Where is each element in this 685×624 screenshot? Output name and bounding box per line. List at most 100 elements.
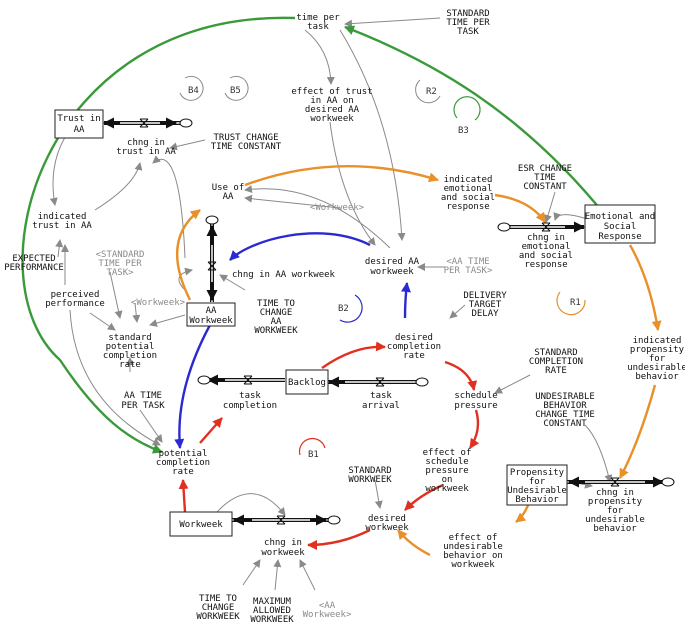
- var-workweek-shadow-1[interactable]: <Workweek>: [131, 298, 186, 308]
- var-aa-time-per-task[interactable]: AA TIME PER TASK: [121, 391, 165, 411]
- var-label: workweek: [425, 484, 469, 494]
- var-time-to-change-aa-workweek[interactable]: TIME TO CHANGE AA WORKWEEK: [254, 299, 298, 336]
- stock-trust-in-aa[interactable]: Trust in AA: [54, 109, 104, 139]
- var-potential-completion-rate[interactable]: potential completion rate: [156, 449, 210, 477]
- green-links: [21, 16, 606, 454]
- cloud-icon: [415, 377, 429, 387]
- var-label: STANDARD: [534, 348, 577, 358]
- var-time-to-change-workweek[interactable]: TIME TO CHANGE WORKWEEK: [196, 594, 240, 622]
- var-effect-of-trust[interactable]: effect of trust in AA on desired AA work…: [291, 87, 372, 124]
- var-indicated-trust[interactable]: indicated trust in AA: [32, 212, 92, 231]
- var-label: <AA TIME: [446, 257, 489, 267]
- var-label: perceived: [51, 290, 100, 300]
- var-label: effect of: [449, 533, 498, 543]
- stock-label: Emotional and: [585, 212, 655, 222]
- loop-r2: R2: [426, 87, 437, 97]
- stock-label: Workweek: [179, 520, 223, 530]
- loop-markers: [179, 75, 586, 456]
- var-workweek-shadow-2[interactable]: <Workweek>: [310, 203, 365, 213]
- var-aa-time-per-task-shadow[interactable]: <AA TIME PER TASK>: [444, 257, 493, 276]
- var-label: indicated: [633, 336, 682, 346]
- var-label: CONSTANT: [543, 419, 587, 429]
- cloud-icon: [179, 118, 193, 128]
- flow-task-completion[interactable]: task completion: [223, 391, 277, 411]
- loop-b1: B1: [308, 450, 319, 460]
- var-label: CHANGE: [202, 603, 235, 613]
- valve-icon: [541, 222, 551, 232]
- flow-chng-emotional[interactable]: chng in emotional and social response: [519, 233, 573, 270]
- flow-label: undesirable: [585, 515, 645, 525]
- var-label: and social: [441, 193, 495, 203]
- var-label: Workweek>: [303, 610, 352, 620]
- stock-emotional-response[interactable]: Emotional and Social Response: [584, 204, 656, 244]
- var-use-of-aa[interactable]: Use of AA: [212, 183, 245, 202]
- var-standard-workweek[interactable]: STANDARD WORKWEEK: [348, 466, 392, 485]
- stock-aa-workweek[interactable]: AA Workweek: [186, 302, 236, 327]
- var-indicated-propensity[interactable]: indicated propensity for undesirable beh…: [627, 336, 685, 382]
- flow-label: chng in: [527, 233, 565, 243]
- flow-chng-workweek[interactable]: chng in workweek: [261, 538, 305, 558]
- var-label: completion: [387, 342, 441, 352]
- var-label: emotional: [444, 184, 493, 194]
- valve-icon: [243, 375, 253, 385]
- var-label: PER TASK>: [444, 266, 493, 276]
- var-label: desired: [395, 333, 433, 343]
- var-delivery-target-delay[interactable]: DELIVERY TARGET DELAY: [463, 291, 507, 319]
- var-aa-workweek-shadow[interactable]: <AA Workweek>: [303, 601, 352, 620]
- var-label: <AA: [319, 601, 336, 611]
- var-label: schedule: [454, 391, 497, 401]
- var-desired-aa-workweek[interactable]: desired AA workweek: [365, 257, 420, 277]
- var-label: behavior on: [443, 551, 503, 561]
- loop-b2: B2: [338, 304, 349, 314]
- stock-propensity[interactable]: Propensity for Undesirable Behavior: [506, 464, 568, 506]
- var-label: rate: [403, 351, 425, 361]
- flow-task-arrival[interactable]: task arrival: [362, 391, 400, 411]
- stock-label: AA: [74, 125, 85, 135]
- var-label: PER TASK: [121, 401, 165, 411]
- var-label: indicated: [38, 212, 87, 222]
- flow-chng-trust[interactable]: chng in trust in AA: [116, 138, 176, 157]
- var-label: CHANGE: [260, 308, 293, 318]
- var-maximum-allowed-workweek[interactable]: MAXIMUM ALLOWED WORKWEEK: [250, 597, 294, 624]
- var-label: performance: [45, 299, 105, 309]
- var-schedule-pressure[interactable]: schedule pressure: [454, 391, 497, 411]
- var-label: ESR CHANGE: [518, 164, 572, 174]
- var-time-per-task[interactable]: time per task: [296, 13, 340, 32]
- var-label: standard: [108, 333, 151, 343]
- var-desired-completion-rate[interactable]: desired completion rate: [387, 333, 441, 361]
- var-label: TIME CONSTANT: [211, 142, 282, 152]
- var-standard-potential-completion-rate[interactable]: standard potential completion rate: [103, 333, 157, 370]
- flow-chng-aa-workweek[interactable]: chng in AA workweek: [232, 270, 336, 280]
- var-trust-change-time-constant[interactable]: TRUST CHANGE TIME CONSTANT: [211, 133, 282, 152]
- var-esr-change-time-constant[interactable]: ESR CHANGE TIME CONSTANT: [518, 164, 572, 192]
- var-label: potential: [106, 342, 155, 352]
- var-standard-time-per-task-shadow[interactable]: <STANDARD TIME PER TASK>: [96, 250, 145, 278]
- flow-pipes: [103, 117, 665, 526]
- var-indicated-emotional[interactable]: indicated emotional and social response: [441, 175, 495, 212]
- flow-label: propensity: [588, 497, 643, 507]
- stock-label: for: [529, 477, 546, 487]
- var-perceived-performance[interactable]: perceived performance: [45, 290, 105, 309]
- var-standard-time-per-task[interactable]: STANDARD TIME PER TASK: [446, 9, 490, 37]
- stock-backlog[interactable]: Backlog: [285, 369, 329, 395]
- var-label: ALLOWED: [253, 606, 291, 616]
- var-label: behavior: [635, 372, 679, 382]
- var-label: rate: [172, 467, 194, 477]
- var-label: TIME TO: [199, 594, 237, 604]
- var-label: BEHAVIOR: [543, 401, 587, 411]
- var-desired-workweek[interactable]: desired workweek: [365, 514, 409, 533]
- flow-chng-propensity[interactable]: chng in propensity for undesirable behav…: [585, 488, 645, 534]
- var-label: COMPLETION: [529, 357, 583, 367]
- var-undesirable-behavior-constant[interactable]: UNDESIRABLE BEHAVIOR CHANGE TIME CONSTAN…: [535, 392, 595, 429]
- stock-workweek[interactable]: Workweek: [169, 511, 233, 537]
- var-effect-of-schedule-pressure[interactable]: effect of schedule pressure on workweek: [423, 448, 472, 494]
- flow-label: emotional: [522, 242, 571, 252]
- var-expected-performance[interactable]: EXPECTED PERFORMANCE: [4, 254, 64, 273]
- loop-b4: B4: [188, 86, 199, 96]
- flow-label: and social: [519, 251, 573, 261]
- var-effect-of-undesirable[interactable]: effect of undesirable behavior on workwe…: [443, 533, 503, 570]
- flow-label: arrival: [362, 401, 400, 411]
- var-label: desired AA: [305, 105, 360, 115]
- var-standard-completion-rate[interactable]: STANDARD COMPLETION RATE: [529, 348, 583, 376]
- var-label: STANDARD: [348, 466, 391, 476]
